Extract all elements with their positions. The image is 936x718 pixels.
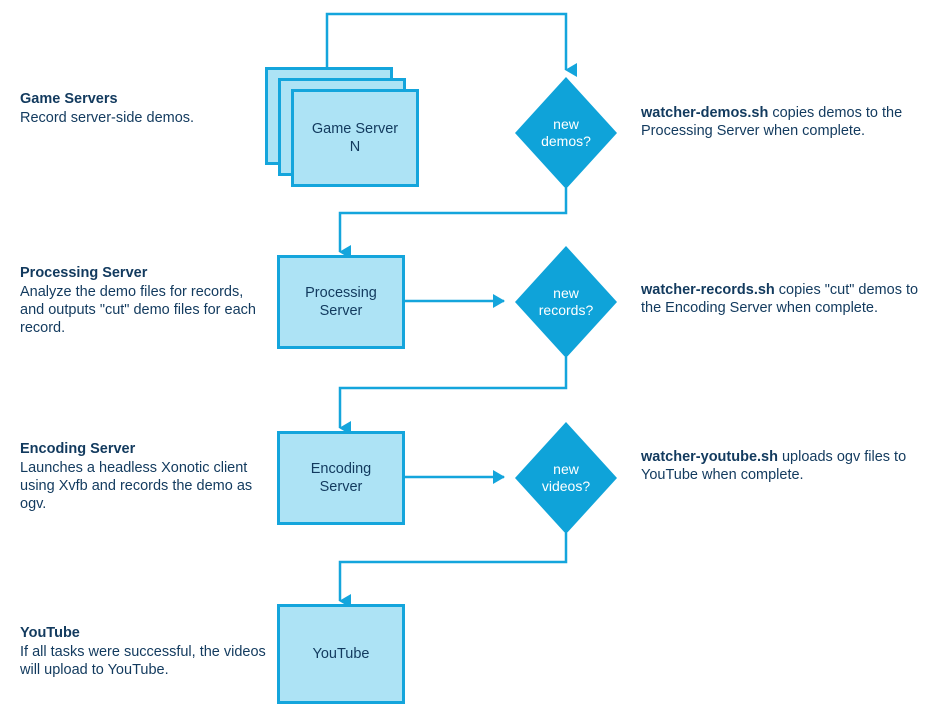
note-command: watcher-records.sh (641, 282, 775, 298)
description-title: YouTube (20, 625, 80, 641)
decision-new-videos[interactable]: new videos? (515, 422, 617, 534)
description-body: Analyze the demo files for records, and … (20, 284, 256, 336)
node-label: Processing Server (305, 285, 377, 319)
node-label: YouTube (312, 646, 370, 662)
decision-label: new videos? (541, 461, 591, 494)
description-title: Game Servers (20, 91, 118, 107)
wire-demos-to-processing (338, 188, 568, 259)
description-youtube: YouTube If all tasks were successful, th… (20, 624, 270, 679)
decision-new-records[interactable]: new records? (515, 246, 617, 358)
decision-new-demos[interactable]: new demos? (515, 77, 617, 189)
description-body: Launches a headless Xonotic client using… (20, 460, 253, 512)
processing-server-node[interactable]: Processing Server (277, 255, 405, 349)
node-label: Encoding Server (310, 461, 372, 495)
wire-videos-to-youtube (338, 533, 568, 608)
note-command: watcher-youtube.sh (641, 449, 778, 465)
note-text: uploads ogv files to YouTube when comple… (641, 449, 907, 483)
node-label: Game Server N (311, 121, 399, 155)
wire-gameserver-to-demos (325, 12, 577, 77)
description-encoding-server: Encoding Server Launches a headless Xono… (20, 440, 270, 513)
description-processing-server: Processing Server Analyze the demo files… (20, 264, 270, 337)
description-title: Processing Server (20, 265, 148, 281)
note-watcher-youtube: watcher-youtube.sh uploads ogv files to … (641, 448, 929, 484)
game-server-node[interactable]: Game Server N (291, 89, 419, 187)
decision-label: new records? (538, 285, 594, 318)
note-watcher-records: watcher-records.sh copies "cut" demos to… (641, 281, 929, 317)
youtube-node[interactable]: YouTube (277, 604, 405, 704)
decision-label: new demos? (541, 116, 591, 149)
note-text: copies demos to the Processing Server wh… (641, 105, 903, 139)
description-game-servers: Game Servers Record server-side demos. (20, 90, 270, 127)
wire-records-to-encoding (338, 357, 568, 435)
note-watcher-demos: watcher-demos.sh copies demos to the Pro… (641, 104, 929, 140)
note-command: watcher-demos.sh (641, 105, 769, 121)
description-body: If all tasks were successful, the videos… (20, 644, 266, 678)
note-text: copies "cut" demos to the Encoding Serve… (641, 282, 919, 316)
description-body: Record server-side demos. (20, 110, 195, 126)
description-title: Encoding Server (20, 441, 136, 457)
encoding-server-node[interactable]: Encoding Server (277, 431, 405, 525)
